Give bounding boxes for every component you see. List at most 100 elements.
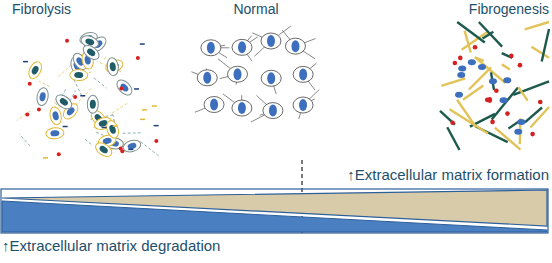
fiber-line <box>94 78 107 88</box>
nucleus <box>90 100 96 109</box>
nucleus <box>52 111 60 121</box>
red-dot <box>450 120 455 125</box>
collagen-fiber <box>450 109 488 133</box>
cell <box>197 70 217 86</box>
nucleus <box>30 65 39 76</box>
degradation-wedge <box>2 201 547 232</box>
stage-title: Fibrolysis <box>12 1 71 17</box>
nucleus <box>299 68 307 80</box>
cell <box>500 97 508 103</box>
nucleus <box>238 102 246 114</box>
red-dot <box>458 56 463 61</box>
nucleus <box>119 82 130 93</box>
minus-sign <box>128 149 133 151</box>
red-dot <box>530 132 535 137</box>
cell <box>261 33 281 49</box>
fiber-line <box>85 139 92 144</box>
nucleus <box>238 41 246 53</box>
nucleus <box>85 38 96 47</box>
red-dot <box>136 56 140 60</box>
nucleus <box>207 42 215 54</box>
cell <box>48 106 63 126</box>
red-dot <box>505 111 510 116</box>
cell <box>106 57 119 76</box>
cell <box>503 77 511 83</box>
collagen-fiber <box>502 64 510 69</box>
nucleus <box>269 105 277 117</box>
minus-sign <box>43 157 48 159</box>
cell <box>70 69 88 80</box>
cell <box>457 72 465 78</box>
red-dot <box>490 120 495 125</box>
stage-title: Normal <box>233 1 278 17</box>
cell <box>36 87 50 107</box>
nucleus <box>109 62 116 72</box>
collagen-fiber <box>518 87 527 100</box>
minus-sign <box>140 119 145 121</box>
fiber-line <box>17 111 30 121</box>
collagen-fiber <box>447 127 459 150</box>
red-dot <box>154 139 158 143</box>
cell <box>87 95 98 113</box>
minus-sign <box>80 95 85 97</box>
nucleus <box>86 47 97 57</box>
collagen-fiber <box>525 108 542 123</box>
minus-sign <box>140 43 145 45</box>
cell <box>517 119 525 125</box>
cell <box>263 103 283 119</box>
stage-title: Fibrogenesis <box>469 1 549 17</box>
trend-label: ↑Extracellular matrix degradation <box>2 237 220 254</box>
minus-sign <box>154 125 159 127</box>
cell <box>204 97 224 113</box>
nucleus <box>58 97 69 107</box>
fiber-line <box>112 103 128 113</box>
red-dot <box>485 98 490 103</box>
red-dot <box>453 61 458 66</box>
collagen-fiber <box>457 22 485 42</box>
collagen-fiber <box>525 22 549 29</box>
red-dot <box>28 82 32 86</box>
red-dot <box>473 45 478 50</box>
nucleus <box>203 72 211 84</box>
red-dot <box>37 108 41 112</box>
cell-illustration <box>17 22 549 159</box>
red-dot <box>57 152 61 156</box>
nucleus <box>291 40 299 52</box>
collagen-fiber <box>531 47 549 58</box>
cell <box>81 43 102 63</box>
cell <box>293 97 313 113</box>
cell <box>122 138 142 154</box>
cell <box>201 40 221 56</box>
red-dot <box>509 54 514 59</box>
collagen-fiber <box>465 31 471 53</box>
red-dot <box>538 100 543 105</box>
collagen-fiber <box>469 67 491 89</box>
minus-sign <box>113 125 118 127</box>
collagen-fiber <box>475 57 484 61</box>
fiber-line <box>74 80 82 97</box>
nucleus <box>127 142 137 150</box>
cell <box>468 59 476 65</box>
minus-sign <box>152 105 157 107</box>
nucleus <box>50 130 59 137</box>
nucleus <box>108 124 117 134</box>
cell <box>455 92 463 98</box>
cell <box>232 39 252 55</box>
red-dot <box>65 39 69 43</box>
cell <box>458 66 466 72</box>
cell <box>293 66 313 82</box>
cell <box>261 70 281 86</box>
red-dot <box>518 63 523 68</box>
nucleus <box>234 68 242 80</box>
fiber-line <box>141 142 161 157</box>
cell <box>489 78 497 84</box>
nucleus <box>267 35 275 47</box>
red-dot <box>73 95 77 99</box>
minus-sign <box>23 61 28 63</box>
cell <box>228 66 248 82</box>
collagen-fiber <box>492 87 518 119</box>
trend-label: ↑Extracellular matrix formation <box>347 166 549 183</box>
nucleus <box>98 145 109 155</box>
collagen-fiber <box>479 22 502 47</box>
minus-sign <box>142 109 147 111</box>
